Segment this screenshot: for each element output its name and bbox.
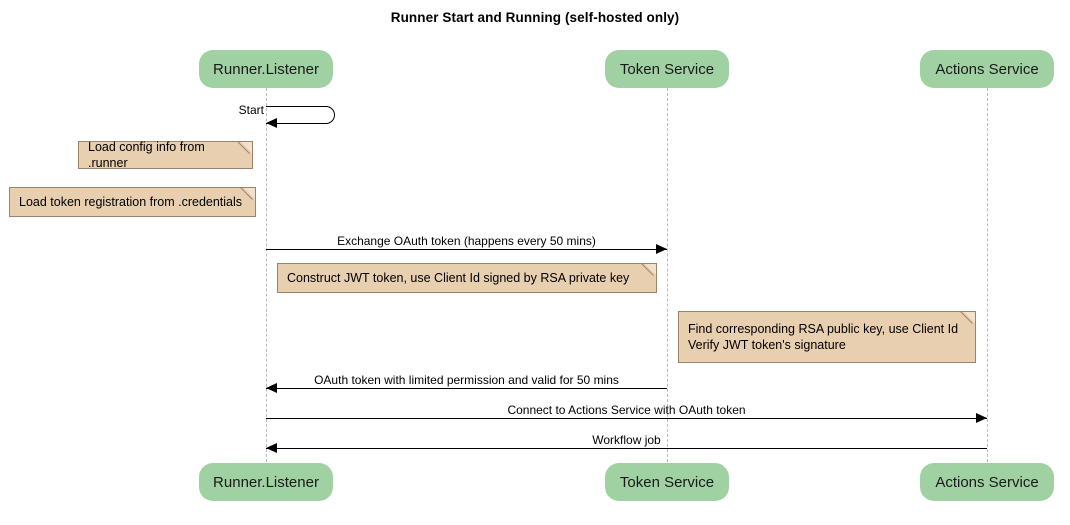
note-fold-edge [641,264,656,279]
page-title: Runner Start and Running (self-hosted on… [390,10,680,25]
lifeline-actions [987,88,988,462]
message-line-exchange [266,249,667,250]
participant-label: Runner.Listener [213,473,319,491]
message-label-connect: Connect to Actions Service with OAuth to… [507,403,746,417]
note-construct-jwt: Construct JWT token, use Client Id signe… [277,263,657,293]
note-fold-edge [960,312,975,327]
arrow-head-connect [976,413,987,423]
arrow-head-start [266,118,277,128]
participant-token-top[interactable]: Token Service [605,50,729,88]
participant-label: Token Service [619,473,715,491]
arrow-head-workflow [266,443,277,453]
message-label-oauth-return: OAuth token with limited permission and … [314,373,619,387]
message-line-workflow [266,448,987,449]
note-text: Load config info from .runner [88,140,205,170]
message-label-exchange: Exchange OAuth token (happens every 50 m… [337,234,596,248]
lifeline-runner [266,88,267,462]
note-fold-edge [237,142,252,157]
self-loop-start [266,106,335,124]
message-line-oauth-return [266,388,667,389]
arrow-head-exchange [656,244,667,254]
participant-runner-bottom[interactable]: Runner.Listener [199,463,333,501]
participant-label: Actions Service [935,473,1039,491]
participant-label: Actions Service [935,60,1039,78]
note-fold-edge [240,188,255,203]
note-load-token-registration: Load token registration from .credential… [9,187,256,217]
participant-label: Token Service [619,60,715,78]
message-line-connect [266,418,987,419]
note-text: Find corresponding RSA public key, use C… [688,322,959,352]
participant-token-bottom[interactable]: Token Service [605,463,729,501]
arrow-head-oauth-return [266,383,277,393]
participant-actions-top[interactable]: Actions Service [920,50,1054,88]
participant-label: Runner.Listener [213,60,319,78]
lifeline-token [667,88,668,462]
note-text: Construct JWT token, use Client Id signe… [287,271,630,285]
message-label-workflow: Workflow job [592,433,661,447]
note-verify-jwt: Find corresponding RSA public key, use C… [678,311,976,363]
participant-runner-top[interactable]: Runner.Listener [199,50,333,88]
participant-actions-bottom[interactable]: Actions Service [920,463,1054,501]
message-label-start: Start [238,103,264,117]
note-text: Load token registration from .credential… [19,195,243,209]
note-load-config: Load config info from .runner [78,140,253,170]
